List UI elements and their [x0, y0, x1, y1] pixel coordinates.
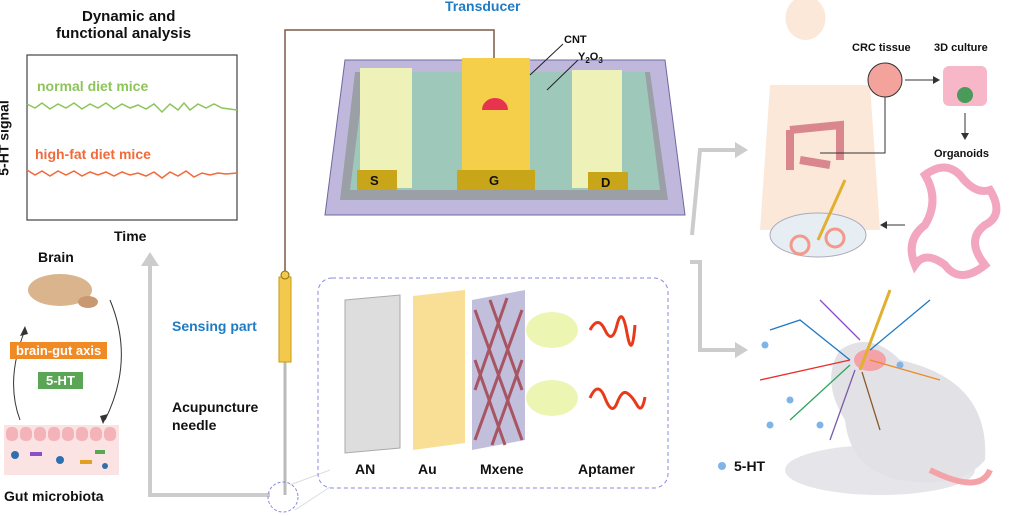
sensing-part-title: Sensing part	[172, 318, 257, 334]
colon	[786, 120, 844, 170]
chart-ylabel: 5-HT signal	[0, 100, 12, 176]
layer-label-aptamer: Aptamer	[578, 461, 635, 477]
chart-title-line1: Dynamic and	[82, 8, 176, 25]
brain-label: Brain	[38, 249, 74, 265]
culture-dish	[943, 66, 987, 106]
3d-culture-label: 3D culture	[934, 42, 988, 54]
layer-label-mxene: Mxene	[480, 461, 524, 477]
y2o3-sub1: 2	[585, 56, 590, 66]
petri-dish	[769, 212, 867, 258]
cycle-arrow-right	[104, 299, 122, 421]
serotonin-legend-dot	[718, 462, 726, 470]
flow-arrow-left	[148, 262, 270, 497]
high-fat-diet-trace	[26, 169, 238, 179]
needle-label-line2: needle	[172, 417, 217, 433]
rat-needle	[858, 289, 892, 371]
crc-tissue	[867, 62, 903, 98]
aptamer-strand	[588, 315, 637, 347]
transducer-title: Transducer	[445, 0, 521, 14]
drain-label: D	[601, 175, 611, 190]
gate-label: G	[489, 173, 500, 188]
needle-label-line1: Acupuncture	[172, 399, 259, 415]
mxene-lattice	[472, 290, 525, 450]
flow-arrow-body	[690, 148, 738, 236]
organoids-label: Organoids	[934, 148, 990, 160]
flow-arrow-rat	[690, 260, 738, 352]
crc-tissue-label: CRC tissue	[852, 42, 911, 54]
analyte-drop	[482, 98, 508, 110]
layer-label-au: Au	[418, 461, 437, 477]
zoom-circle	[267, 481, 299, 513]
chart-frame	[26, 54, 238, 221]
drain-electrode	[572, 70, 622, 188]
normal-diet-trace	[26, 101, 238, 114]
serotonin-badge: 5-HT	[38, 372, 83, 389]
chart-xlabel: Time	[114, 228, 147, 244]
an-layer	[344, 294, 401, 454]
brain-gut-axis-badge: brain-gut axis	[10, 342, 108, 359]
gate-electrode	[462, 58, 530, 190]
brain-image	[28, 274, 92, 306]
nerve-branches	[759, 299, 941, 441]
legend-high-fat-diet: high-fat diet mice	[35, 146, 151, 162]
gut-microbiota-label: Gut microbiota	[4, 488, 104, 504]
legend-normal-diet: normal diet mice	[37, 78, 149, 94]
organoid	[907, 163, 1001, 279]
needle-handle	[278, 276, 292, 363]
source-label: S	[370, 173, 379, 188]
chart-title-line2: functional analysis	[56, 25, 192, 42]
human-body	[760, 0, 880, 230]
sensing-layers-box	[317, 277, 669, 489]
cycle-arrow-left	[13, 329, 26, 421]
source-electrode	[360, 68, 412, 188]
au-layer	[413, 290, 465, 450]
y2o3-sub2: 3	[598, 56, 603, 66]
aptamer-binding-zone	[526, 312, 578, 348]
serotonin-legend-label: 5-HT	[734, 458, 766, 474]
cnt-label: CNT	[564, 34, 587, 46]
layer-label-an: AN	[355, 461, 376, 477]
rat	[831, 342, 986, 483]
y2o3-label: Y2O3	[578, 51, 603, 65]
y2o3-y: Y	[578, 51, 586, 63]
y2o3-o: O	[589, 51, 599, 63]
